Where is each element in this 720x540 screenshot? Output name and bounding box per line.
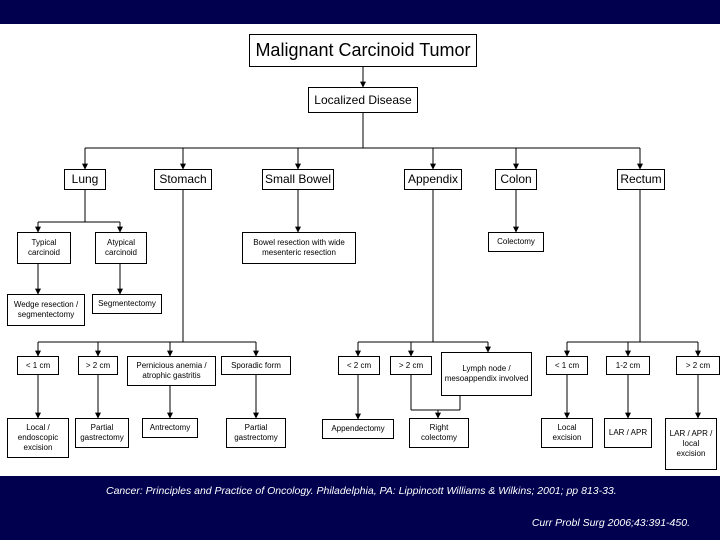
appendix-lt2cm: < 2 cm — [338, 356, 380, 375]
stomach-sporadic-treatment: Partial gastrectomy — [226, 418, 286, 448]
appendix-gt2cm-treatment: Right colectomy — [409, 418, 469, 448]
site-rectum: Rectum — [617, 169, 665, 190]
lung-atypical-treatment: Segmentectomy — [92, 294, 162, 314]
rectum-gt2cm-treatment: LAR / APR / local excision — [665, 418, 717, 470]
citation-primary: Cancer: Principles and Practice of Oncol… — [106, 485, 617, 497]
site-lung: Lung — [64, 169, 106, 190]
stomach-lt1cm-treatment: Local / endoscopic excision — [7, 418, 69, 458]
diagram-title: Malignant Carcinoid Tumor — [249, 34, 477, 67]
small-bowel-treatment: Bowel resection with wide mesenteric res… — [242, 232, 356, 264]
rectum-lt1cm-treatment: Local excision — [541, 418, 593, 448]
appendix-gt2cm: > 2 cm — [390, 356, 432, 375]
colon-treatment: Colectomy — [488, 232, 544, 252]
lung-typical-carcinoid: Typical carcinoid — [17, 232, 71, 264]
stomach-gt2cm: > 2 cm — [78, 356, 118, 375]
citation-secondary: Curr Probl Surg 2006;43:391-450. — [531, 517, 690, 529]
lung-typical-treatment: Wedge resection / segmentectomy — [7, 294, 85, 326]
site-colon: Colon — [495, 169, 537, 190]
appendix-lymph-node: Lymph node / mesoappendix involved — [441, 352, 532, 396]
root-node-localized-disease: Localized Disease — [308, 87, 418, 113]
appendix-lt2cm-treatment: Appendectomy — [322, 419, 394, 439]
lung-atypical-carcinoid: Atypical carcinoid — [95, 232, 147, 264]
stomach-pernicious-anemia: Pernicious anemia / atrophic gastritis — [127, 356, 216, 386]
site-appendix: Appendix — [404, 169, 462, 190]
rectum-1-2cm: 1-2 cm — [606, 356, 650, 375]
rectum-1-2cm-treatment: LAR / APR — [604, 418, 652, 448]
rectum-gt2cm: > 2 cm — [676, 356, 720, 375]
stomach-sporadic-form: Sporadic form — [221, 356, 291, 375]
connector-lines — [35, 67, 701, 420]
site-stomach: Stomach — [154, 169, 212, 190]
site-small-bowel: Small Bowel — [262, 169, 334, 190]
stomach-gt2cm-treatment: Partial gastrectomy — [75, 418, 129, 448]
rectum-lt1cm: < 1 cm — [546, 356, 588, 375]
slide-canvas: Malignant Carcinoid Tumor Localized Dise… — [0, 24, 720, 476]
stomach-pernicious-treatment: Antrectomy — [142, 418, 198, 438]
stomach-lt1cm: < 1 cm — [17, 356, 59, 375]
